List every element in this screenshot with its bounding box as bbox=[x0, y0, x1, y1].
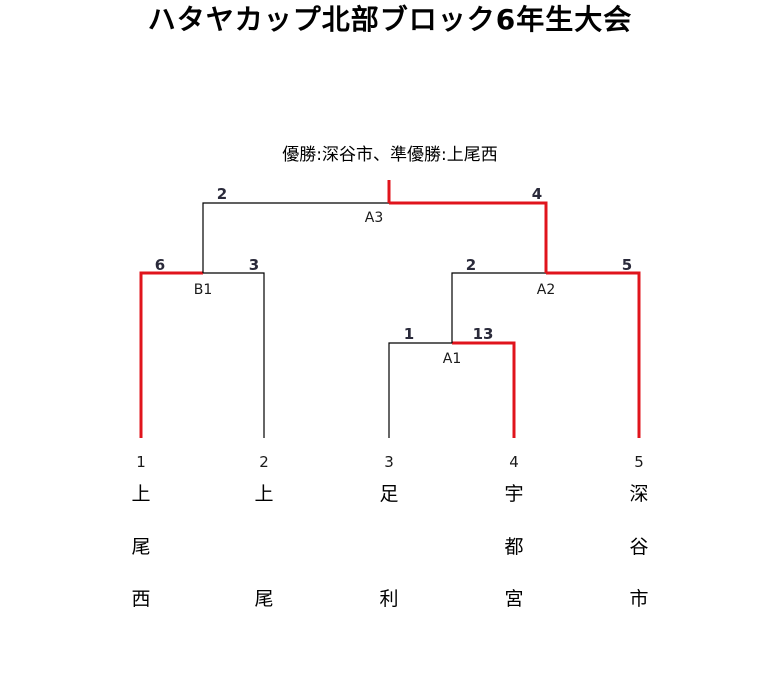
team-4-char-3: 宮 bbox=[504, 588, 523, 610]
team-2-char-1: 上 bbox=[254, 483, 273, 505]
score-a2-right: 5 bbox=[622, 256, 632, 274]
bracket-b1-right-line bbox=[203, 272, 265, 438]
score-a2-left: 2 bbox=[466, 256, 476, 274]
bracket-a2-left-line bbox=[451, 272, 546, 343]
score-a1-left: 1 bbox=[404, 325, 414, 343]
score-b1-right: 3 bbox=[249, 256, 259, 274]
match-label-a3: A3 bbox=[365, 210, 383, 226]
score-b1-left: 6 bbox=[155, 256, 165, 274]
seed-2: 2 bbox=[259, 453, 269, 471]
team-5-char-2: 谷 bbox=[629, 536, 648, 558]
match-label-b1: B1 bbox=[194, 282, 213, 298]
score-a3-right: 4 bbox=[532, 185, 542, 203]
team-5-char-3: 市 bbox=[629, 588, 648, 610]
bracket-a2-right-line bbox=[546, 271, 641, 438]
bracket-a1-left-line bbox=[388, 342, 452, 438]
team-3-char-3: 利 bbox=[379, 588, 398, 610]
bracket-b1-left-line bbox=[139, 271, 203, 438]
championship-result: 優勝:深谷市、準優勝:上尾西 bbox=[282, 145, 498, 165]
seed-5: 5 bbox=[634, 453, 644, 471]
seed-3: 3 bbox=[384, 453, 394, 471]
team-5-char-1: 深 bbox=[629, 483, 648, 505]
bracket-a3-right-line bbox=[389, 201, 548, 273]
seed-1: 1 bbox=[136, 453, 146, 471]
seed-4: 4 bbox=[509, 453, 519, 471]
match-label-a2: A2 bbox=[537, 282, 555, 298]
team-1-char-2: 尾 bbox=[131, 536, 150, 558]
team-4-char-1: 宇 bbox=[504, 483, 523, 505]
team-2-char-3: 尾 bbox=[254, 588, 273, 610]
team-1-char-3: 西 bbox=[131, 588, 150, 610]
score-a3-left: 2 bbox=[217, 185, 227, 203]
bracket-lines bbox=[139, 180, 641, 438]
score-a1-right: 13 bbox=[473, 325, 494, 343]
team-1-char-1: 上 bbox=[131, 483, 150, 505]
team-4-char-2: 都 bbox=[504, 536, 523, 558]
page-title: ハタヤカップ北部ブロック6年生大会 bbox=[147, 3, 633, 36]
bracket-a1-right-line bbox=[452, 341, 516, 438]
match-label-a1: A1 bbox=[443, 351, 461, 367]
team-3-char-1: 足 bbox=[379, 483, 398, 505]
bracket-a3-left-line bbox=[202, 202, 389, 273]
